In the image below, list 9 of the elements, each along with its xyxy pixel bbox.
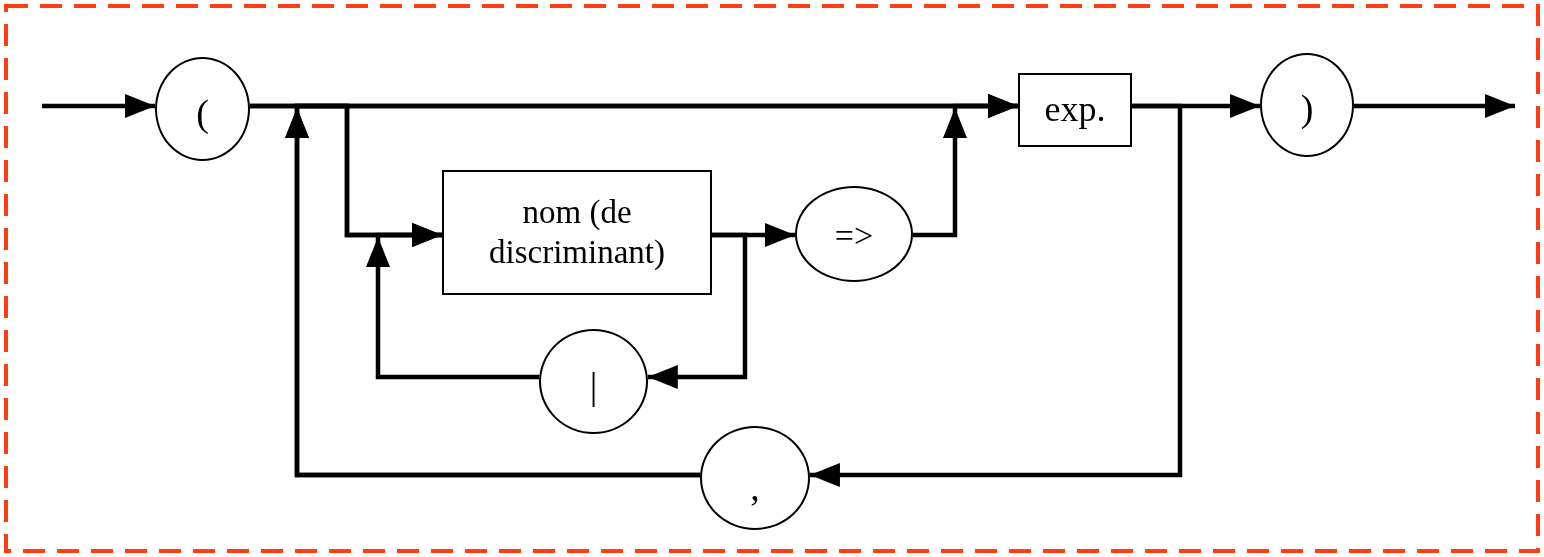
node-label: (: [196, 91, 209, 137]
node-label: |: [589, 363, 598, 409]
node-label: ,: [750, 465, 760, 511]
nonterminal-box: [442, 170, 712, 295]
node-label: ): [1300, 86, 1314, 132]
node-label: nom (de discriminant): [488, 192, 666, 272]
node-label: exp.: [1044, 88, 1106, 132]
node-label: =>: [834, 215, 874, 256]
nonterminal-box: [1018, 73, 1132, 147]
